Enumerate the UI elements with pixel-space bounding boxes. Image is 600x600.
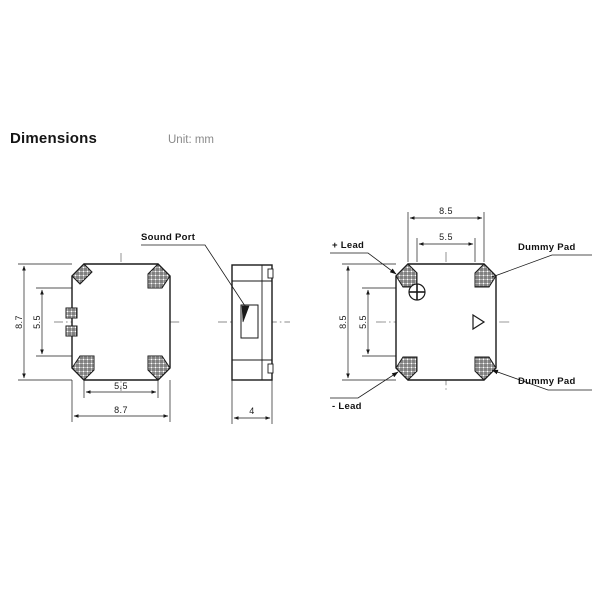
unit-note: Unit: mm (168, 134, 214, 146)
side-tab-top (267, 268, 274, 279)
dummy-pad-bottom-leader (491, 369, 592, 391)
dummy-pad-top-leader (491, 254, 592, 278)
corner-pad-top-left (71, 263, 93, 285)
land-pattern-view: 8.5 5.5 8.5 5.5 (330, 206, 592, 412)
corner-pad-bottom-right (147, 355, 171, 381)
dim-label-land-width-outer: 8.5 (439, 206, 453, 216)
dim-label-top-view-height-inner: 5.5 (32, 315, 42, 329)
minus-lead-label: - Lead (332, 401, 362, 412)
dim-top-view-height-outer (18, 263, 72, 381)
terminal-tab-lower (65, 325, 78, 337)
dim-land-height-inner (362, 287, 396, 357)
plus-lead-leader (330, 252, 397, 275)
dim-label-top-view-width-inner: 5.5 (114, 381, 128, 391)
sound-port-label: Sound Port (141, 232, 196, 243)
sound-port-leader (141, 244, 248, 310)
pad-plus-lead (395, 263, 418, 288)
dim-label-top-view-height-outer: 8.7 (14, 315, 24, 329)
pad-dummy-top-right (474, 263, 497, 288)
polarity-cross-circle-icon (408, 283, 426, 301)
page-title: Dimensions (10, 130, 98, 147)
dim-land-height-outer (342, 263, 396, 381)
dim-side-view-thickness (231, 380, 273, 424)
direction-triangle-icon (472, 313, 486, 331)
dim-top-view-height-inner (36, 287, 72, 357)
corner-pad-top-right (147, 263, 171, 289)
top-view: 8.7 5.5 5.5 8.7 (0, 0, 182, 422)
dim-label-side-view-thickness: 4 (249, 406, 254, 416)
dim-land-width-outer (407, 212, 485, 262)
dim-label-land-height-inner: 5.5 (358, 315, 368, 329)
dim-label-top-view-width-outer: 8.7 (114, 405, 128, 415)
dim-land-width-inner (416, 238, 476, 262)
plus-lead-label: + Lead (332, 240, 364, 251)
side-tab-bottom (267, 363, 274, 374)
minus-lead-leader (330, 371, 399, 399)
pad-minus-lead (395, 356, 418, 381)
dummy-pad-bottom-label: Dummy Pad (518, 376, 576, 387)
top-view-body-outline (0, 0, 164, 265)
pad-dummy-bottom-right (474, 356, 497, 381)
corner-pad-bottom-left (71, 355, 95, 381)
dummy-pad-top-label: Dummy Pad (518, 242, 576, 253)
terminal-tab-upper (65, 307, 78, 319)
dim-top-view-width-outer (71, 380, 171, 422)
side-view: Sound Port 4 (141, 232, 290, 424)
dim-top-view-width-inner (83, 380, 159, 398)
dim-label-land-height-outer: 8.5 (338, 315, 348, 329)
dim-label-land-width-inner: 5.5 (439, 232, 453, 242)
